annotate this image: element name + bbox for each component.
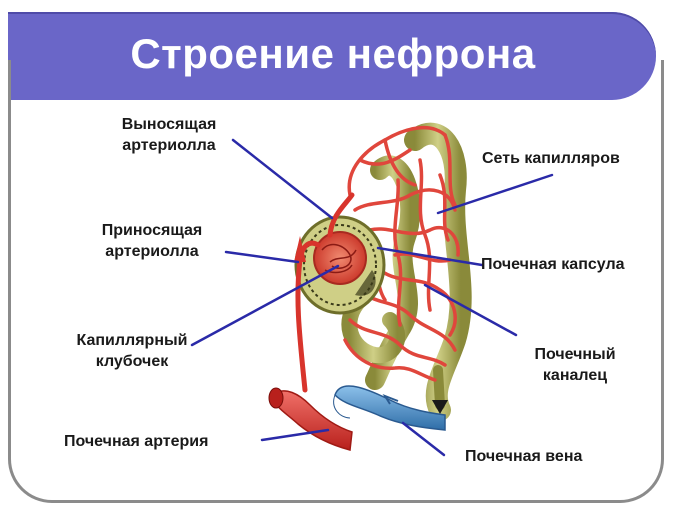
label-afferent-arteriole: Приносящая артериолла — [82, 220, 222, 262]
label-tubule-line2: каналец — [542, 367, 608, 384]
efferent-arteriole — [327, 192, 355, 238]
label-glomerulus-line1: Капиллярный — [76, 332, 188, 349]
pointer-lines — [190, 138, 554, 457]
pointer-efferent — [231, 138, 334, 220]
pointer-glomerulus — [190, 264, 340, 347]
duct-arrow — [432, 400, 448, 414]
collecting-duct — [433, 365, 445, 410]
pointer-tubule — [423, 283, 518, 337]
label-renal-artery: Почечная артерия — [64, 433, 209, 450]
label-efferent-line2: артериолла — [122, 137, 216, 154]
label-renal-tubule: Почечный каналец — [520, 344, 630, 386]
label-glomerulus-line2: клубочек — [95, 353, 169, 370]
pointer-artery — [260, 428, 330, 442]
renal-artery-vessel — [268, 387, 353, 451]
pointer-vein — [401, 421, 446, 457]
renal-vein-vessel — [333, 385, 446, 431]
label-efferent-line1: Выносящая — [121, 116, 217, 133]
afferent-arteriole — [294, 236, 321, 393]
label-efferent-arteriole: Выносящая артериолла — [104, 114, 234, 156]
label-afferent-line2: артериолла — [105, 243, 199, 260]
slide-title: Строение нефрона — [130, 30, 536, 77]
label-afferent-line1: Приносящая — [101, 222, 203, 239]
capillary-network — [343, 126, 460, 382]
content-frame — [8, 60, 664, 503]
label-capillary-network: Сеть капилляров — [482, 150, 620, 167]
label-tubule-line1: Почечный — [534, 346, 616, 363]
glomerulus — [313, 231, 367, 285]
pointer-afferent — [224, 250, 300, 264]
label-renal-capsule: Почечная капсула — [481, 256, 625, 273]
label-renal-vein: Почечная вена — [465, 448, 583, 465]
label-glomerulus: Капиллярный клубочек — [62, 330, 202, 372]
title-bar: Строение нефрона — [8, 12, 656, 100]
pointer-capsule — [376, 246, 484, 267]
pointer-capillary-net — [436, 173, 554, 215]
